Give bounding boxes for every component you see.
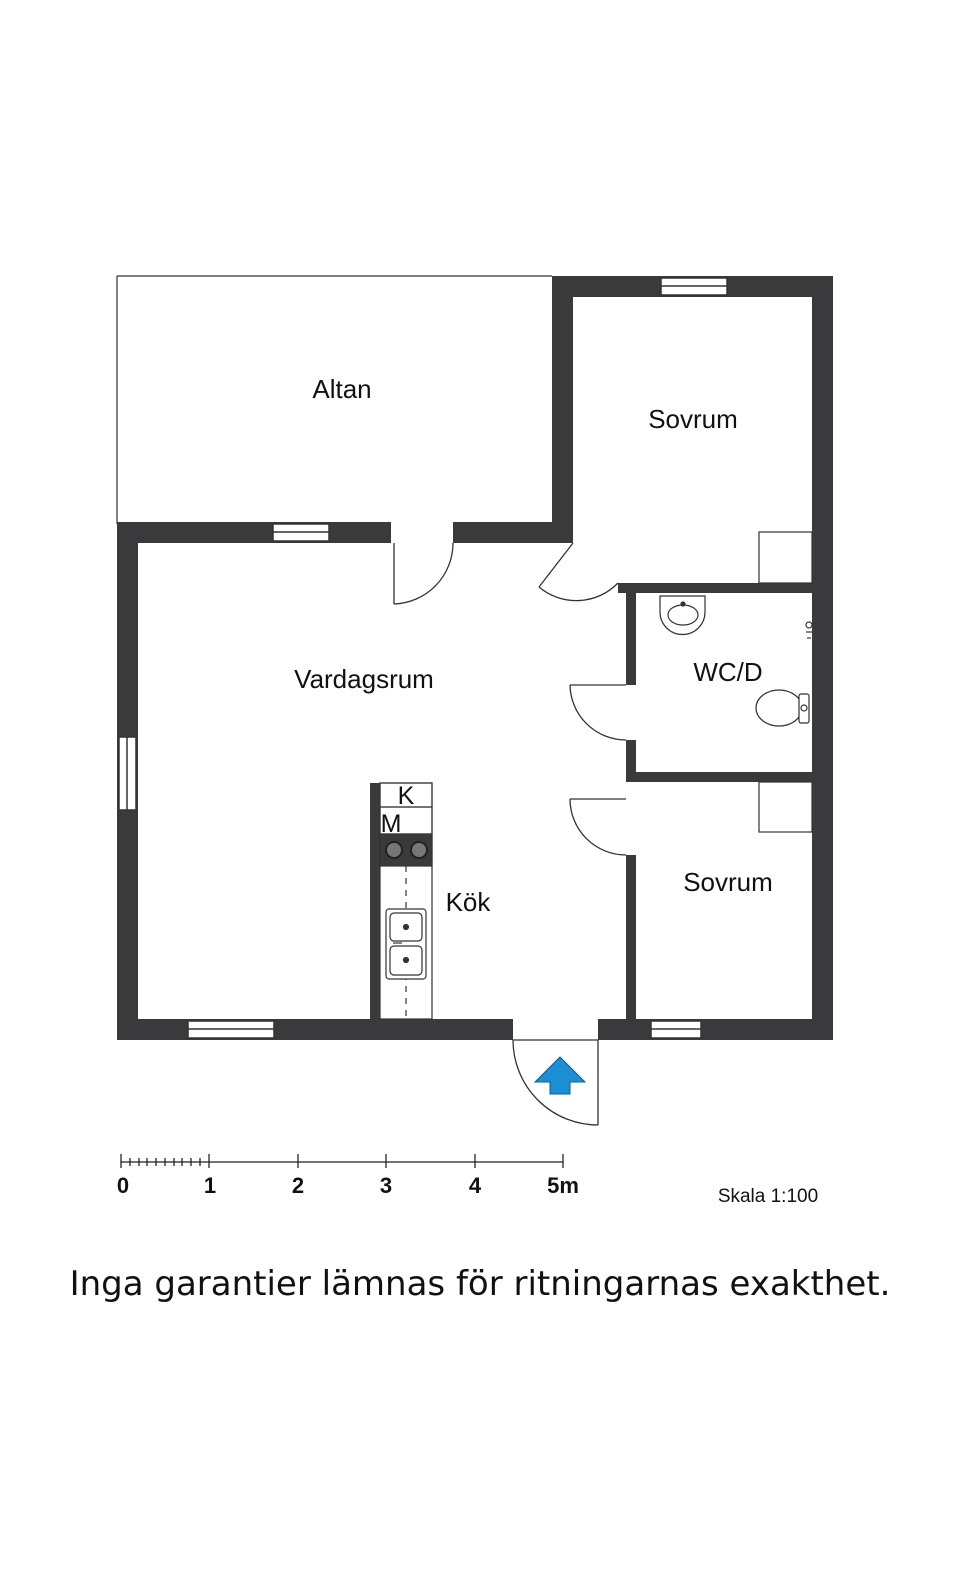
room-label-sovrum-top: Sovrum bbox=[648, 404, 738, 434]
doors bbox=[393, 542, 627, 1126]
washbasin-icon bbox=[659, 595, 706, 636]
scale-tick-5: 5m bbox=[547, 1173, 579, 1198]
disclaimer-text: Inga garantier lämnas för ritningarnas e… bbox=[69, 1264, 891, 1304]
wardrobe-lower-bedroom bbox=[758, 781, 813, 833]
door-lower-bedroom bbox=[569, 798, 627, 856]
scale-tick-4: 4 bbox=[469, 1173, 482, 1198]
room-label-vardagsrum: Vardagsrum bbox=[294, 664, 434, 694]
scale-label: Skala 1:100 bbox=[718, 1186, 818, 1207]
room-label-kok: Kök bbox=[446, 887, 492, 917]
scale-tick-1: 1 bbox=[204, 1173, 216, 1198]
bathroom bbox=[659, 595, 813, 727]
windows bbox=[118, 277, 728, 1039]
room-label-sovrum-bottom: Sovrum bbox=[683, 867, 773, 897]
wardrobes bbox=[758, 531, 813, 833]
wardrobe-top-bedroom bbox=[758, 531, 813, 584]
kitchen bbox=[379, 782, 433, 1020]
scale-bar bbox=[120, 1154, 564, 1168]
window-lower-bedroom bbox=[650, 1020, 702, 1039]
window-living-top bbox=[272, 523, 330, 542]
scale-tick-2: 2 bbox=[292, 1173, 304, 1198]
sink-icon bbox=[385, 908, 427, 980]
window-top-bedroom bbox=[660, 277, 728, 296]
altan-outline bbox=[116, 275, 552, 524]
stove-icon bbox=[379, 833, 433, 867]
scale-tick-3: 3 bbox=[380, 1173, 392, 1198]
room-label-altan: Altan bbox=[312, 374, 371, 404]
door-wc bbox=[569, 684, 627, 741]
door-top-bedroom bbox=[538, 542, 619, 602]
toilet-icon bbox=[755, 689, 810, 727]
door-altan bbox=[393, 542, 454, 605]
microwave-label: M bbox=[381, 810, 402, 838]
room-label-wc: WC/D bbox=[693, 657, 762, 687]
fridge-label: K bbox=[398, 782, 415, 810]
door-entrance bbox=[512, 1039, 599, 1126]
window-living-left bbox=[118, 736, 137, 811]
scale-tick-0: 0 bbox=[117, 1173, 129, 1198]
entrance-arrow-icon bbox=[533, 1056, 587, 1095]
window-kitchen-bottom bbox=[187, 1020, 275, 1039]
shower-icon bbox=[805, 621, 813, 639]
